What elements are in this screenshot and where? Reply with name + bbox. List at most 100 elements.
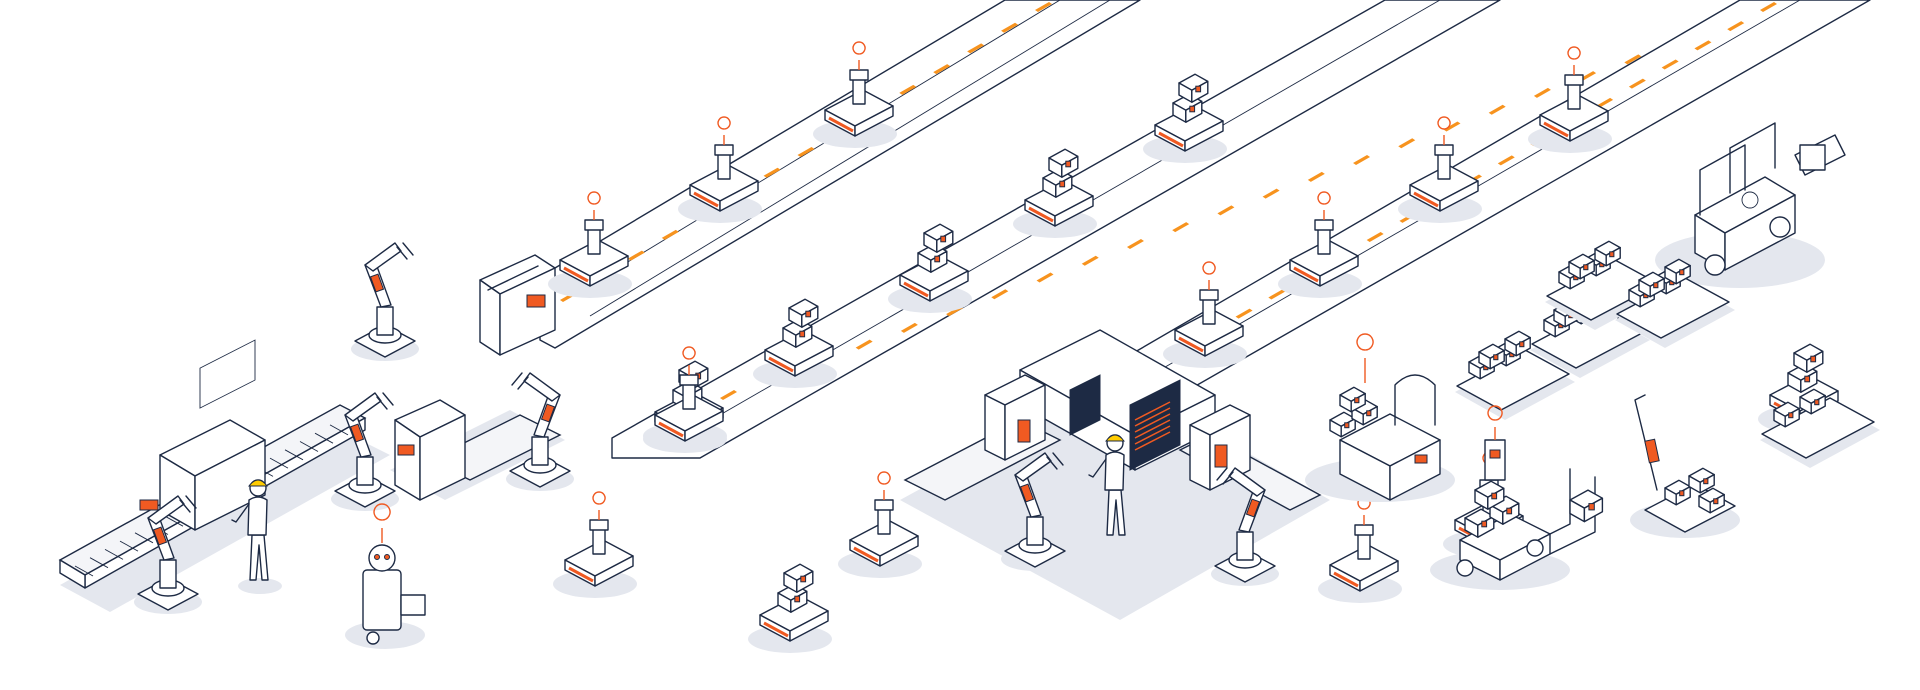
arm-turret	[356, 456, 374, 486]
service-robot	[345, 503, 426, 649]
box-label	[1814, 399, 1820, 406]
agv-front	[1204, 325, 1244, 357]
screen-line	[1134, 419, 1171, 439]
agv-light	[828, 116, 854, 133]
agv	[1013, 148, 1097, 238]
agv	[1278, 191, 1362, 298]
route-marker	[627, 250, 645, 261]
roller	[269, 457, 289, 469]
agv-sensor-head	[1434, 144, 1454, 156]
agv	[1398, 116, 1482, 223]
box-label	[1506, 507, 1513, 515]
route-marker	[797, 147, 815, 157]
agv-sensor-head	[1199, 289, 1219, 301]
robot-arm	[1211, 467, 1279, 586]
agv-sensor-mast	[587, 227, 601, 255]
scanner-gate-left	[479, 254, 556, 356]
route-marker	[763, 167, 781, 178]
agv	[548, 191, 632, 298]
route-marker	[1488, 104, 1506, 115]
agv-sensor-mast	[1567, 82, 1581, 110]
worker-body	[1104, 451, 1125, 491]
wifi-icon	[1317, 191, 1331, 220]
cart-label	[1414, 454, 1428, 464]
worker-arm	[1088, 458, 1107, 478]
agv-sensor-mast	[877, 507, 891, 535]
agv	[838, 471, 922, 578]
route-marker	[1081, 255, 1099, 266]
jack-accent	[1644, 438, 1660, 464]
robot-arms	[134, 242, 1279, 614]
route-marker	[1443, 121, 1461, 132]
box-label	[1788, 412, 1794, 419]
agv-sensor-mast	[1357, 532, 1371, 560]
agv-front	[594, 555, 634, 587]
box-label	[1189, 105, 1196, 113]
route-marker	[900, 322, 918, 333]
arm-accent	[540, 403, 556, 423]
wifi-icon	[1437, 116, 1451, 145]
workers	[231, 434, 1139, 594]
agv-sensor-mast	[682, 382, 696, 410]
agv-light	[1158, 131, 1184, 148]
agv-front	[1569, 110, 1609, 142]
agv-sensor-head	[584, 219, 604, 231]
agv	[748, 563, 832, 653]
roller	[89, 557, 109, 569]
agv-sensor-head	[1354, 524, 1374, 536]
box-label	[1653, 282, 1659, 289]
wheel	[1456, 559, 1474, 577]
agv-light	[1413, 191, 1439, 208]
roller	[164, 515, 184, 527]
agv-fleet	[548, 41, 1842, 653]
route-marker	[1262, 188, 1280, 199]
route-marker	[1760, 2, 1777, 12]
left-production-line	[58, 339, 390, 612]
worker	[1088, 434, 1139, 549]
route-marker	[899, 84, 917, 95]
route-marker	[1661, 59, 1679, 70]
agv-sensor-mast	[1202, 297, 1216, 325]
box-label	[1481, 520, 1488, 528]
agv	[1163, 261, 1247, 368]
worker-body	[247, 496, 268, 536]
route-marker	[967, 43, 985, 54]
wheel	[1526, 539, 1544, 557]
route-marker	[1235, 308, 1253, 319]
pallet-stack	[1545, 240, 1665, 330]
agv-front	[1184, 120, 1224, 152]
route-marker	[1035, 2, 1052, 12]
box-label	[1810, 355, 1817, 363]
agv-sensor-head	[679, 374, 699, 386]
route-marker	[720, 390, 737, 400]
route-marker	[1353, 155, 1371, 166]
agv-front	[719, 180, 759, 212]
arm-turret	[531, 436, 549, 466]
box-label	[934, 255, 941, 263]
route-marker	[1398, 138, 1416, 149]
box-label	[794, 595, 801, 603]
arm-turret	[1236, 531, 1254, 561]
robot-arm	[351, 242, 419, 361]
worker-arm	[231, 503, 250, 523]
arm-gripper	[179, 495, 197, 513]
agv-sensor-mast	[717, 152, 731, 180]
screen-line	[1134, 413, 1171, 433]
arm-gripper	[1216, 467, 1234, 485]
arm-accent	[1019, 483, 1035, 503]
worker-legs	[249, 534, 269, 581]
agv-sensor-mast	[592, 527, 606, 555]
arm-upper	[523, 372, 561, 402]
worker	[231, 479, 282, 594]
arm-turret	[1026, 516, 1044, 546]
agv	[888, 223, 972, 313]
box-label	[940, 235, 947, 243]
wifi-icon	[877, 471, 891, 500]
box-label	[1354, 397, 1360, 404]
screen-line	[1134, 401, 1171, 421]
wifi-icon	[852, 41, 866, 70]
agv	[1318, 496, 1402, 603]
arm-turret	[159, 559, 177, 589]
robot-arm	[506, 372, 574, 491]
agv-sensor-head	[714, 144, 734, 156]
